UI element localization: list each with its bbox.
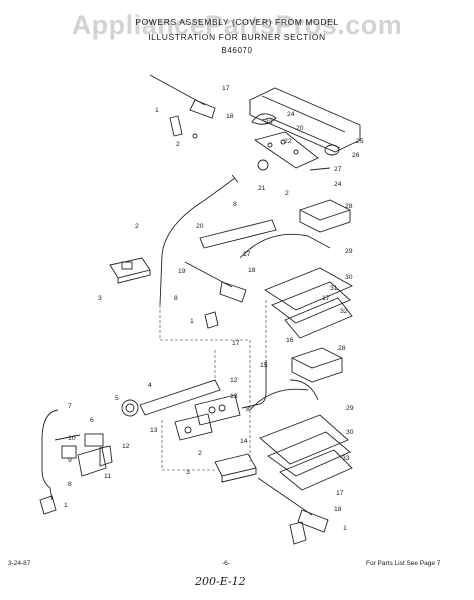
callout-29b: 29 [346, 405, 354, 412]
callout-labels: 1 2 17 18 24 23 20 22 25 26 27 24 21 2 8… [64, 85, 364, 532]
callout-2d: 2 [198, 450, 202, 457]
burner-shield [199, 219, 277, 249]
callout-1: 1 [155, 107, 159, 114]
callout-29: 29 [345, 248, 353, 255]
callout-16: 16 [286, 337, 294, 344]
callout-21: 21 [258, 185, 266, 192]
callout-31: 31 [330, 285, 338, 292]
gas-tube-upper [159, 177, 236, 306]
callout-17c: 17 [322, 295, 330, 302]
callout-30: 30 [345, 274, 353, 281]
callout-3b: 3 [186, 469, 190, 476]
callout-17e: 17 [336, 490, 344, 497]
callout-1d: 1 [343, 525, 347, 532]
bottom-igniter [257, 477, 329, 545]
gas-tube-lower [241, 360, 267, 409]
callout-17: 17 [222, 85, 230, 92]
callout-2c: 2 [135, 223, 139, 230]
oven-burner-upper [239, 233, 354, 339]
callout-24b: 24 [334, 181, 342, 188]
callout-22: 22 [284, 138, 292, 145]
callout-2: 2 [176, 141, 180, 148]
callout-1b: 1 [190, 318, 194, 325]
callout-7: 7 [68, 403, 72, 410]
burner-tube-assembly [249, 87, 361, 171]
igniter-probe [149, 74, 216, 139]
callout-11: 11 [104, 473, 111, 480]
footer-date: 3-24-87 [8, 560, 31, 567]
callout-8: 8 [233, 201, 237, 208]
diagram-title: POWERS ASSEMBLY (COVER) FROM MODEL [135, 17, 339, 27]
callout-5: 5 [115, 395, 119, 402]
diagram-code: B46070 [221, 46, 253, 55]
valve-manifold [121, 379, 241, 441]
callout-19: 19 [178, 268, 186, 275]
callout-4: 4 [148, 382, 152, 389]
burner-cover-lower [291, 347, 343, 383]
callout-17b: 17 [243, 251, 251, 258]
callout-26: 26 [352, 152, 360, 159]
callout-33: 33 [342, 455, 350, 462]
callout-3: 3 [98, 295, 102, 302]
callout-10: 10 [68, 435, 76, 442]
burner-cover-upper [299, 199, 351, 233]
lower-bracket [214, 453, 257, 483]
thermocouple [39, 409, 113, 515]
callout-30b: 30 [346, 429, 354, 436]
callout-1c: 1 [64, 502, 68, 509]
callout-18b: 18 [248, 267, 256, 274]
bracket [109, 257, 151, 284]
footer-note: For Parts List See Page 7 [366, 560, 441, 567]
callout-15: 15 [260, 362, 268, 369]
callout-32: 32 [340, 308, 348, 315]
callout-17d: 17 [232, 340, 240, 347]
callout-12b: 12 [122, 443, 130, 450]
callout-24: 24 [287, 111, 295, 118]
callout-18c: 18 [334, 506, 342, 513]
callout-14: 14 [240, 438, 248, 445]
handwritten-note: 200-E-12 [195, 575, 246, 588]
callout-18: 18 [226, 113, 234, 120]
callout-20b: 20 [196, 223, 204, 230]
callout-6: 6 [90, 417, 94, 424]
diagram-subtitle: ILLUSTRATION FOR BURNER SECTION [148, 32, 326, 42]
callout-12: 12 [230, 377, 238, 384]
footer-page: -6- [222, 560, 230, 567]
callout-13b: 13 [150, 427, 158, 434]
watermark: AppliancePartsPros.com [71, 10, 403, 40]
callout-8d: 8 [68, 481, 72, 488]
callout-8b: 8 [174, 295, 178, 302]
electrode [184, 261, 247, 329]
callout-20: 20 [296, 125, 304, 132]
callout-23: 23 [265, 119, 273, 126]
callout-8c: 8 [246, 406, 250, 413]
callout-2b: 2 [285, 190, 289, 197]
callout-28b: 28 [338, 345, 346, 352]
callout-25: 25 [356, 138, 364, 145]
callout-9: 9 [68, 457, 72, 464]
callout-13: 13 [230, 393, 238, 400]
callout-27: 27 [334, 166, 342, 173]
oven-valve [77, 447, 107, 477]
callout-28: 28 [345, 203, 353, 210]
oven-burner-lower [249, 388, 353, 491]
